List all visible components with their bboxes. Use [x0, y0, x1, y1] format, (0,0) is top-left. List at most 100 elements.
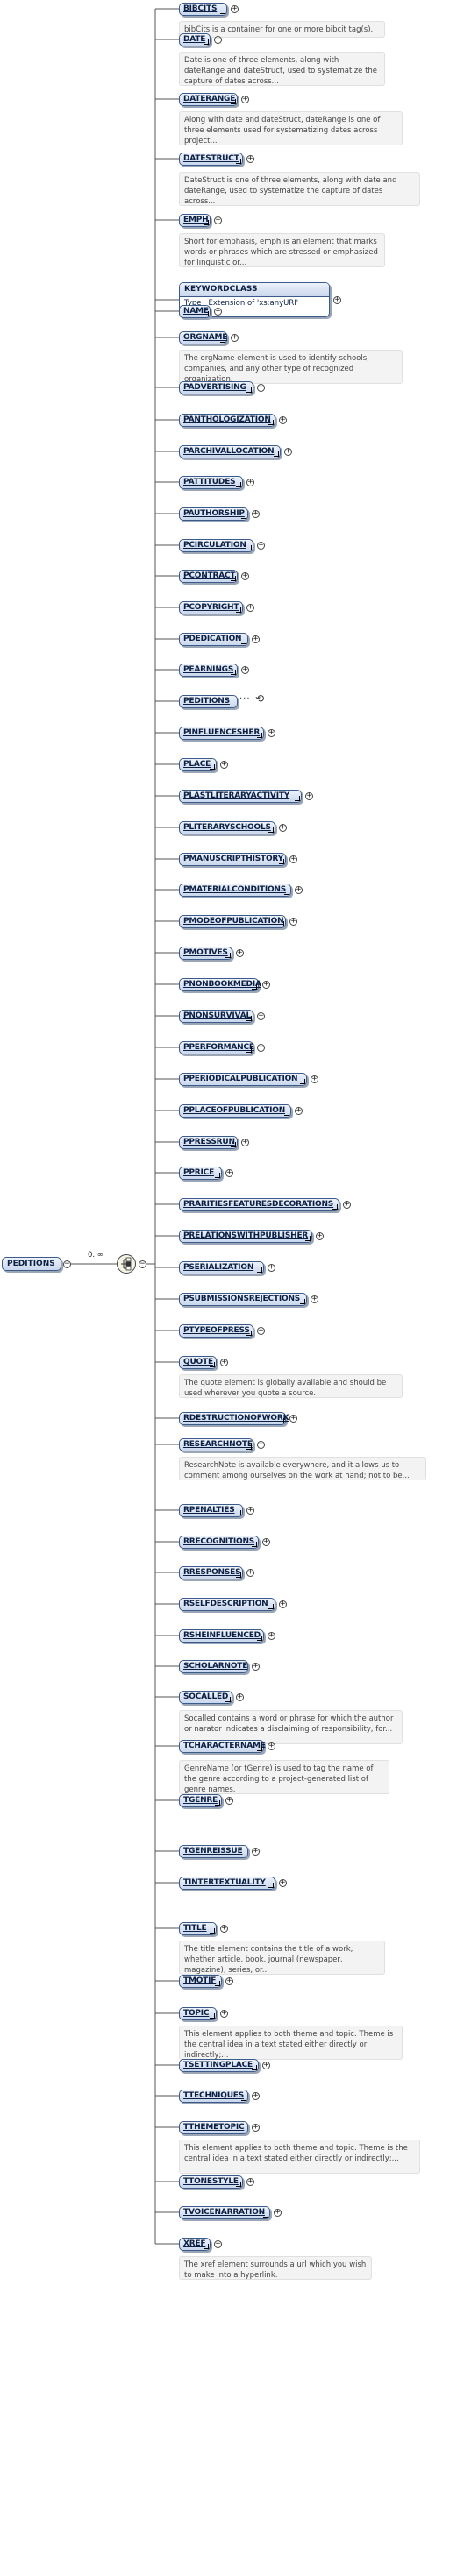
element-pnonsurvival[interactable]: PNONSURVIVAL — [179, 1010, 253, 1023]
element-pdedication[interactable]: PDEDICATION — [179, 633, 248, 646]
expand-icon[interactable]: + — [241, 571, 249, 580]
expand-icon[interactable]: + — [333, 295, 341, 304]
element-pcontract[interactable]: PCONTRACT — [179, 570, 238, 583]
expand-icon[interactable]: + — [246, 603, 254, 612]
expand-icon[interactable]: + — [262, 980, 270, 989]
element-pcopyright[interactable]: PCOPYRIGHT — [179, 601, 243, 614]
root-element-peditions[interactable]: PEDITIONS — [2, 1257, 61, 1271]
expand-icon[interactable]: + — [257, 1043, 265, 1052]
expand-icon[interactable]: + — [295, 885, 303, 894]
expand-icon[interactable]: + — [289, 855, 297, 863]
element-bibcits[interactable]: BIBCITS — [179, 3, 227, 16]
element-rdestructionofwork[interactable]: RDESTRUCTIONOFWORK — [179, 1412, 289, 1425]
expand-icon[interactable]: + — [220, 2009, 228, 2018]
element-panthologization[interactable]: PANTHOLOGIZATION — [179, 414, 275, 427]
expand-icon[interactable]: + — [246, 154, 254, 163]
element-pnonbookmedia[interactable]: PNONBOOKMEDIA — [179, 978, 261, 991]
element-pprice[interactable]: PPRICE — [179, 1167, 222, 1180]
element-rrecognitions[interactable]: RRECOGNITIONS — [179, 1536, 259, 1549]
element-name[interactable]: NAME — [179, 305, 211, 318]
element-pliteraryschools[interactable]: PLITERARYSCHOOLS — [179, 821, 275, 834]
element-socalled[interactable]: SOCALLED — [179, 1691, 232, 1704]
element-pmodeofpublication[interactable]: PMODEOFPUBLICATION — [179, 915, 286, 928]
expand-icon[interactable]: + — [220, 1358, 228, 1366]
element-tvoicenarration[interactable]: TVOICENARRATION — [179, 2206, 270, 2219]
expand-icon[interactable]: + — [214, 307, 222, 316]
compositor-collapse-icon[interactable]: − — [139, 1260, 146, 1268]
element-ppressrun[interactable]: PPRESSRUN — [179, 1136, 238, 1149]
expand-icon[interactable]: + — [236, 1692, 244, 1701]
element-title[interactable]: TITLE — [179, 1922, 217, 1935]
element-pperiodicalpublication[interactable]: PPERIODICALPUBLICATION — [179, 1073, 307, 1086]
recursion-icon[interactable]: ⟲ — [255, 692, 265, 705]
element-pperformance[interactable]: PPERFORMANCE — [179, 1041, 254, 1054]
expand-icon[interactable]: + — [257, 541, 265, 550]
expand-icon[interactable]: + — [316, 1231, 324, 1240]
expand-icon[interactable]: + — [252, 2123, 260, 2132]
element-pinfluencesher[interactable]: PINFLUENCESHER — [179, 727, 264, 740]
element-pattitudes[interactable]: PATTITUDES — [179, 476, 243, 489]
expand-icon[interactable]: + — [225, 1168, 233, 1177]
expand-icon[interactable]: + — [231, 333, 239, 342]
element-pplaceofpublication[interactable]: PPLACEOFPUBLICATION — [179, 1104, 291, 1118]
element-pmaterialconditions[interactable]: PMATERIALCONDITIONS — [179, 884, 291, 897]
expand-icon[interactable]: + — [268, 728, 275, 737]
expand-icon[interactable]: + — [214, 35, 222, 44]
expand-icon[interactable]: + — [279, 1600, 287, 1608]
expand-icon[interactable]: + — [268, 1631, 275, 1640]
expand-icon[interactable]: + — [246, 2177, 254, 2186]
element-xref[interactable]: XREF — [179, 2238, 211, 2251]
element-prelationswithpublisher[interactable]: PRELATIONSWITHPUBLISHER — [179, 1230, 312, 1243]
expand-icon[interactable]: + — [241, 95, 249, 103]
element-pcirculation[interactable]: PCIRCULATION — [179, 539, 253, 552]
root-expand-icon[interactable]: − — [63, 1260, 71, 1268]
expand-icon[interactable]: + — [279, 1878, 287, 1887]
element-parchivallocation[interactable]: PARCHIVALLOCATION — [179, 445, 281, 458]
expand-icon[interactable]: + — [257, 1440, 265, 1449]
expand-icon[interactable]: + — [241, 1138, 249, 1146]
element-scholarnote[interactable]: SCHOLARNOTE — [179, 1660, 248, 1673]
expand-icon[interactable]: + — [220, 760, 228, 769]
expand-icon[interactable]: + — [343, 1200, 351, 1209]
expand-icon[interactable]: + — [257, 1326, 265, 1335]
expand-icon[interactable]: + — [246, 478, 254, 486]
element-pauthorship[interactable]: PAUTHORSHIP — [179, 507, 248, 521]
element-date[interactable]: DATE — [179, 33, 211, 46]
expand-icon[interactable]: + — [246, 1568, 254, 1577]
element-plastliteraryactivity[interactable]: PLASTLITERARYACTIVITY — [179, 790, 302, 803]
element-praritiesfeaturesdecorations[interactable]: PRARITIESFEATURESDECORATIONS — [179, 1198, 339, 1211]
expand-icon[interactable]: + — [274, 2208, 282, 2217]
element-padvertising[interactable]: PADVERTISING — [179, 381, 253, 394]
expand-icon[interactable]: + — [252, 635, 260, 643]
element-tthemetopic[interactable]: TTHEMETOPIC — [179, 2121, 248, 2134]
expand-icon[interactable]: + — [252, 2091, 260, 2100]
expand-icon[interactable]: + — [236, 948, 244, 957]
expand-icon[interactable]: + — [279, 823, 287, 832]
element-peditions[interactable]: PEDITIONS — [179, 695, 238, 708]
expand-icon[interactable]: + — [284, 447, 292, 456]
element-ttechniques[interactable]: TTECHNIQUES — [179, 2090, 248, 2103]
element-rpenalties[interactable]: RPENALTIES — [179, 1504, 243, 1517]
expand-icon[interactable]: + — [279, 415, 287, 424]
element-tintertextuality[interactable]: TINTERTEXTUALITY — [179, 1877, 275, 1890]
element-place[interactable]: PLACE — [179, 758, 217, 771]
element-rsheinfluenced[interactable]: RSHEINFLUENCED — [179, 1629, 264, 1643]
expand-icon[interactable]: + — [311, 1075, 318, 1083]
element-rresponses[interactable]: RRESPONSES — [179, 1566, 243, 1579]
expand-icon[interactable]: + — [225, 1796, 233, 1805]
element-tgenreissue[interactable]: TGENREISSUE — [179, 1845, 248, 1858]
expand-icon[interactable]: + — [311, 1295, 318, 1303]
element-tsettingplace[interactable]: TSETTINGPLACE — [179, 2059, 259, 2072]
expand-icon[interactable]: + — [289, 917, 297, 926]
expand-icon[interactable]: + — [214, 2239, 222, 2248]
expand-icon[interactable]: + — [252, 1662, 260, 1671]
element-pmotives[interactable]: PMOTIVES — [179, 947, 232, 960]
element-emph[interactable]: EMPH — [179, 214, 211, 227]
expand-icon[interactable]: + — [268, 1742, 275, 1750]
element-psubmissionsrejections[interactable]: PSUBMISSIONSREJECTIONS — [179, 1293, 307, 1306]
element-tgenre[interactable]: TGENRE — [179, 1794, 222, 1807]
element-quote[interactable]: QUOTE — [179, 1356, 217, 1369]
element-tcharactername[interactable]: TCHARACTERNAME — [179, 1740, 266, 1753]
expand-icon[interactable]: + — [289, 1414, 297, 1423]
